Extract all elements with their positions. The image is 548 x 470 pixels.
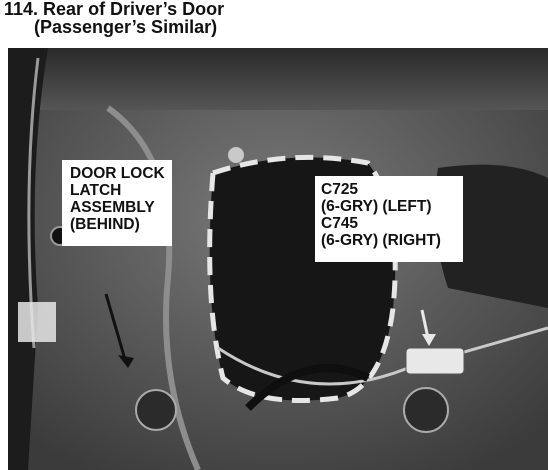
access-hole-seal [207,154,398,403]
connector-pointer-arrowhead [422,334,436,346]
mounting-hole-left [135,389,177,431]
door-top-rail [8,48,548,110]
latch-label-line-2: LATCH [70,182,122,199]
connector-c725-c745 [405,347,465,375]
door-photo-drawing [8,48,548,470]
mounting-hole-right [403,387,449,433]
latch-label-line-3: ASSEMBLY [70,199,155,216]
connector-label-line-2: (6-GRY) (LEFT) [321,198,432,215]
connector-label-line-4: (6-GRY) (RIGHT) [321,232,441,249]
rivet-top [228,147,244,163]
connector-label-line-3: C745 [321,215,359,232]
connector-pointer-arrow [420,309,430,339]
wire-loop [245,364,370,411]
latch-pointer-arrow [104,293,128,364]
door-panel-ridge [106,105,201,470]
figure-title-line-1: 114. Rear of Driver’s Door [4,0,225,19]
connector-label-line-1: C725 [321,181,359,198]
latch-label-line-1: DOOR LOCK [70,165,165,182]
latch-bracket [18,302,56,342]
latch-assembly-label: DOOR LOCK LATCH ASSEMBLY (BEHIND) [62,160,172,246]
latch-pointer-arrowhead [118,355,134,368]
right-access-hole [434,164,548,308]
latch-label-line-4: (BEHIND) [70,216,140,233]
connector-label: C725 (6-GRY) (LEFT) C745 (6-GRY) (RIGHT) [315,176,463,262]
door-photo [8,48,548,470]
figure-title: 114. Rear of Driver’s Door (Passenger’s … [4,0,224,36]
figure-title-line-2: (Passenger’s Similar) [34,17,218,37]
